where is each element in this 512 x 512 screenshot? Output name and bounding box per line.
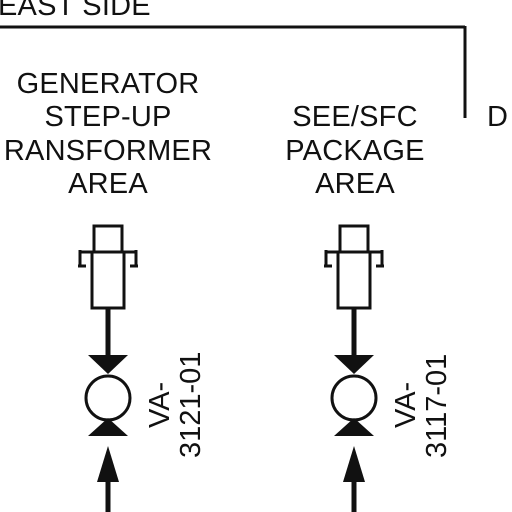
valve-body bbox=[330, 374, 378, 422]
connector-head bbox=[92, 224, 124, 254]
valve-body bbox=[84, 374, 132, 422]
flow-arrow bbox=[343, 446, 365, 482]
connector-bracket bbox=[78, 250, 138, 268]
connector-bracket bbox=[324, 250, 384, 268]
area-label-line: RANSFORMER bbox=[3, 135, 213, 167]
area-label-line: AREA bbox=[315, 168, 395, 200]
valve-triangle-bottom bbox=[334, 418, 374, 436]
connector-body bbox=[336, 250, 372, 310]
valve-tag-prefix: VA- bbox=[144, 381, 176, 428]
area-label-line: STEP-UP bbox=[44, 101, 172, 133]
area-label-line: PACKAGE bbox=[285, 135, 425, 167]
area-label-line: SEE/SFC bbox=[292, 101, 418, 133]
edge-label: D bbox=[487, 101, 509, 133]
valve-triangle-bottom bbox=[88, 418, 128, 436]
valve-tag-prefix: VA- bbox=[390, 381, 422, 428]
instrument-branch-2 bbox=[324, 224, 384, 512]
area-label-line: GENERATOR bbox=[16, 68, 200, 100]
valve-tag-number: 3121-01 bbox=[175, 351, 207, 458]
valve-triangle-top bbox=[88, 355, 128, 374]
area-label-line: AREA bbox=[68, 168, 148, 200]
zone-header: EAST SIDE bbox=[0, 0, 151, 22]
instrument-branch-1 bbox=[78, 224, 138, 512]
connector-head bbox=[338, 224, 370, 254]
valve-tag-number: 3117-01 bbox=[421, 353, 453, 458]
connector-body bbox=[90, 250, 126, 310]
flow-arrow bbox=[97, 446, 119, 482]
valve-triangle-top bbox=[334, 355, 374, 374]
